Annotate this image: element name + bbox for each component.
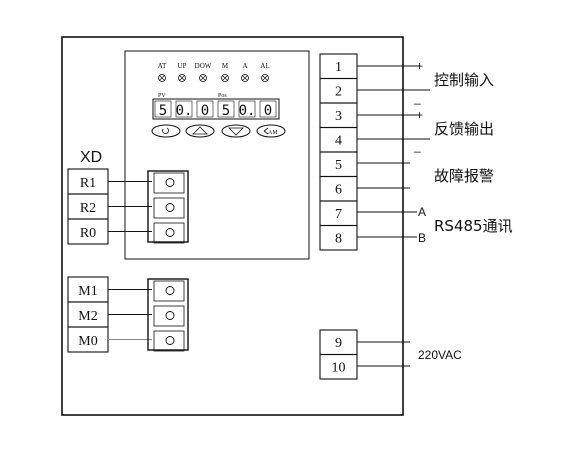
circle-arrow-icon <box>162 127 169 134</box>
indicator-lamp-icon <box>241 74 249 82</box>
xd-terminal-label: R0 <box>80 226 96 241</box>
screw-terminal-icon <box>165 228 175 237</box>
plug-block <box>147 278 189 351</box>
feedback-plus: + <box>416 108 423 122</box>
terminal-number: 2 <box>335 85 342 100</box>
digit-cell <box>238 100 256 118</box>
indicator-label-at: AT <box>158 62 167 70</box>
indicator-label-al: AL <box>260 62 269 70</box>
front-panel <box>124 50 310 260</box>
terminal-strip: 1 2 3 4 5 6 7 8 9 10 <box>319 53 358 380</box>
terminal-number: 4 <box>335 134 342 149</box>
indicator-lamp-icon <box>178 74 186 82</box>
rs485-label: RS485通讯 <box>434 217 513 235</box>
digit-cell <box>217 100 235 118</box>
left-arrow-am-icon <box>263 127 269 135</box>
screw-terminal-icon <box>165 178 175 187</box>
terminal-number: 1 <box>335 60 342 75</box>
display-digit: 5 <box>159 103 167 119</box>
indicator-label-m: M <box>222 62 229 70</box>
indicator-row: AT UP DOW M A AL <box>158 62 270 82</box>
digit-cell <box>175 100 193 118</box>
pos-label: Pos <box>218 93 227 99</box>
terminal-number: 8 <box>335 232 342 247</box>
indicator-label-up: UP <box>178 62 187 70</box>
screw-terminal-icon <box>165 203 175 212</box>
pv-label: PV <box>158 93 166 99</box>
terminal-8 <box>319 224 358 251</box>
control-minus: _ <box>413 91 421 105</box>
display-digit: 0 <box>264 103 272 119</box>
power-label: 220VAC <box>418 348 462 362</box>
xd-terminal-label: R1 <box>80 176 96 191</box>
indicator-lamp-icon <box>261 74 269 82</box>
xd-terminal-label: M1 <box>78 284 97 299</box>
down-key[interactable] <box>221 124 251 138</box>
feedback-minus: _ <box>413 139 421 153</box>
indicator-label-a: A <box>242 62 247 70</box>
digit-cell <box>154 100 172 118</box>
up-key[interactable] <box>185 124 215 138</box>
am-key-label: AM <box>268 130 278 136</box>
control-plus: + <box>416 59 423 73</box>
digital-display <box>152 98 280 120</box>
screw-terminal-icon <box>165 336 175 345</box>
screw-terminal-icon <box>165 311 175 320</box>
digit-cell <box>196 100 214 118</box>
function-key[interactable] <box>151 124 181 138</box>
xd-terminal-label: M2 <box>78 309 97 324</box>
terminal-number: 6 <box>335 183 342 198</box>
plug-block <box>147 170 189 243</box>
xd-title: XD <box>80 149 102 166</box>
down-triangle-icon <box>228 127 244 136</box>
rs485-b-label: B <box>418 231 426 245</box>
digit-cell <box>259 100 277 118</box>
indicator-label-dow: DOW <box>195 62 212 70</box>
indicator-lamp-icon <box>158 74 166 82</box>
indicator-lamp-icon <box>221 74 229 82</box>
instrument-enclosure <box>61 36 404 416</box>
terminal-number: 10 <box>332 361 346 376</box>
display-digit: 0. <box>239 103 256 119</box>
up-triangle-icon <box>192 126 208 135</box>
display-digit: 0. <box>176 103 193 119</box>
rs485-a-label: A <box>418 205 426 219</box>
terminal-10 <box>319 353 358 380</box>
terminal-number: 7 <box>335 207 342 222</box>
xd-terminal-label: R2 <box>80 201 96 216</box>
screw-terminal-icon <box>165 286 175 295</box>
fault-alarm-label: 故障报警 <box>434 167 494 185</box>
keypad: AM <box>151 124 286 138</box>
xd-terminal-label: M0 <box>78 334 97 349</box>
shift-am-key[interactable]: AM <box>256 124 286 138</box>
indicator-lamp-icon <box>199 74 207 82</box>
display-digit: 0 <box>201 103 209 119</box>
signal-lines <box>357 65 430 367</box>
terminal-number: 5 <box>335 158 342 173</box>
display-digit: 5 <box>222 103 230 119</box>
feedback-output-label: 反馈输出 <box>434 120 494 138</box>
terminal-number: 9 <box>335 336 342 351</box>
terminal-number: 3 <box>335 109 342 124</box>
control-input-label: 控制输入 <box>434 71 494 89</box>
